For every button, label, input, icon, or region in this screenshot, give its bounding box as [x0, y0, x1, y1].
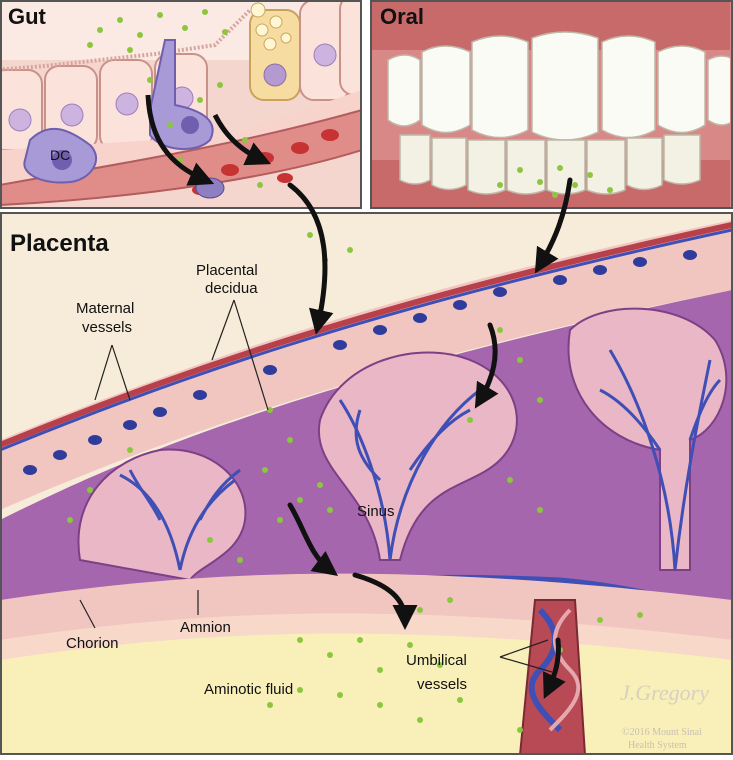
gut-panel: Gut DC [0, 0, 362, 209]
fetal-vessels [119, 349, 722, 571]
sinus-label: Sinus [357, 503, 395, 520]
gut-bacteria [87, 9, 263, 188]
placental-decidua-label-1: Placental [196, 262, 258, 279]
dendritic-cell [23, 39, 214, 184]
umbilical-label-2: vessels [417, 676, 467, 693]
leader-lines [79, 299, 553, 673]
credit-line-2: Health System [628, 740, 687, 751]
artist-credit: J.Gregory ©2016 Mount Sinai Health Syste… [620, 680, 709, 751]
dc-label: DC [50, 147, 70, 163]
artist-signature: J.Gregory [620, 680, 709, 705]
placenta-panel: Placenta Placental decidua Maternal vess… [0, 177, 733, 755]
upper-teeth [387, 31, 730, 141]
lower-teeth [399, 134, 701, 195]
credit-line-1: ©2016 Mount Sinai [622, 727, 702, 738]
oral-bacteria [497, 165, 613, 198]
amnion-label: Amnion [180, 619, 231, 636]
aminotic-fluid-label: Aminotic fluid [204, 681, 293, 698]
placental-decidua-label-2: decidua [205, 280, 258, 297]
maternal-vessels-label-1: Maternal [76, 300, 134, 317]
oral-panel: Oral [370, 0, 733, 209]
flow-arrows [287, 177, 573, 700]
umbilical-label-1: Umbilical [406, 652, 467, 669]
decidual-cells [23, 250, 697, 475]
maternal-vessels-label-2: vessels [82, 319, 132, 336]
chorion-label: Chorion [66, 635, 119, 652]
gut-title: Gut [8, 4, 47, 29]
placenta-title: Placenta [10, 230, 109, 257]
oral-title: Oral [380, 4, 424, 29]
